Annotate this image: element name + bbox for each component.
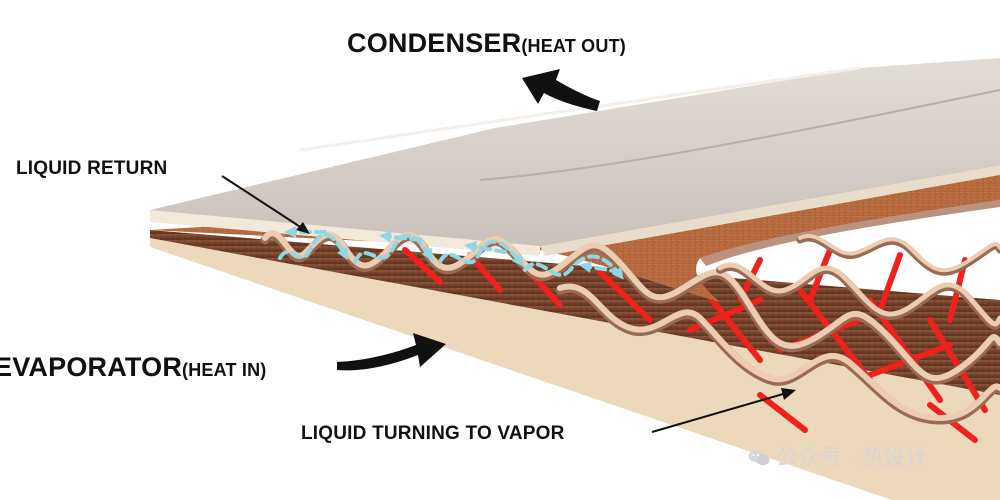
liquid-return-flow	[278, 226, 624, 280]
liquid-arrow	[278, 232, 348, 261]
evaporator-label: EVAPORATOR(HEAT IN)	[0, 352, 266, 383]
vapor-arrow	[927, 317, 988, 413]
top-plate-edge-right	[540, 165, 1000, 256]
vapor-arrow	[797, 287, 873, 383]
condenser-arrow-icon	[522, 69, 600, 111]
liquid-return-label: LIQUID RETURN	[16, 158, 168, 179]
wechat-icon	[748, 450, 770, 466]
condenser-label-main: CONDENSER	[347, 28, 522, 58]
condenser-plate	[150, 58, 1000, 302]
liquid-return-leader-head	[296, 222, 310, 234]
liquid-arrow	[579, 261, 622, 274]
watermark-text: 公众号 · 热设计	[776, 445, 928, 470]
evaporator-label-sub: (HEAT IN)	[182, 360, 267, 380]
top-plate-highlight	[299, 66, 861, 152]
evaporator-label-main: EVAPORATOR	[0, 352, 183, 382]
wire-strand	[262, 230, 1000, 382]
liquid-turning-leader-head	[781, 388, 796, 400]
evaporator-plate-edge	[150, 238, 1000, 500]
wire-strand	[557, 283, 1000, 422]
liquid-arrow	[523, 254, 624, 280]
liquid-arrow	[379, 230, 422, 243]
wire-strand	[717, 262, 1000, 327]
evaporator-arrow-icon	[337, 333, 446, 371]
liquid-turning-leader	[651, 391, 791, 433]
top-plate	[150, 58, 1000, 246]
top-plate-ridge	[479, 89, 1000, 181]
liquid-arrow	[438, 239, 524, 267]
top-plate-edge	[150, 210, 540, 256]
watermark: 公众号 · 热设计	[748, 440, 928, 472]
condenser-label-sub: (HEAT OUT)	[521, 36, 626, 56]
liquid-return-leader	[221, 175, 306, 231]
vapor-arrow	[402, 247, 443, 285]
condenser-label: CONDENSER(HEAT OUT)	[347, 28, 626, 59]
wick-cut-edge	[700, 200, 1000, 266]
wire-mesh	[260, 230, 1000, 425]
vapor-arrow	[877, 252, 903, 313]
liquid-arrow	[464, 241, 507, 254]
vapor-arrow	[757, 392, 808, 433]
vapor-arrow	[597, 269, 653, 323]
wire-strand	[798, 234, 1000, 273]
liquid-turning-label: LIQUID TURNING TO VAPOR	[301, 423, 565, 444]
